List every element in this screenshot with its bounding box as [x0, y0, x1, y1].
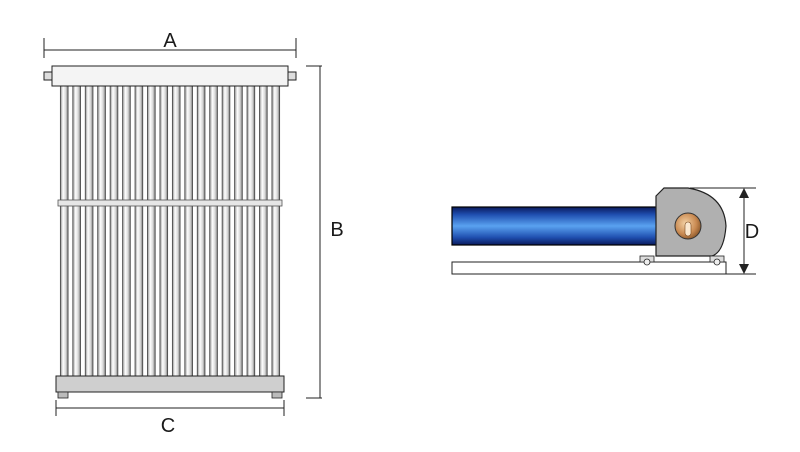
side-view: D — [451, 187, 759, 275]
dimension-b: B — [306, 65, 344, 399]
dimension-a: A — [43, 30, 297, 58]
side-base-frame — [451, 261, 727, 275]
vacuum-tube — [109, 85, 119, 381]
dimension-d: D — [690, 187, 759, 275]
side-vacuum-tube — [451, 206, 659, 246]
vacuum-tube — [159, 85, 169, 381]
vacuum-tube — [246, 85, 256, 381]
mounting-feet — [639, 255, 725, 266]
middle-support-bar — [57, 199, 283, 207]
vacuum-tube — [72, 85, 81, 381]
front-view: A B C — [43, 30, 344, 437]
vacuum-tube — [122, 85, 131, 381]
label-c: C — [161, 415, 175, 437]
header-manifold — [43, 65, 297, 87]
vacuum-tube — [97, 85, 106, 381]
vacuum-tube — [234, 85, 243, 381]
vacuum-tube — [196, 85, 206, 381]
label-b: B — [330, 219, 343, 241]
vacuum-tube — [209, 85, 218, 381]
vacuum-tube — [184, 85, 193, 381]
vacuum-tube — [171, 85, 181, 381]
bottom-tube-holder — [55, 375, 285, 399]
vacuum-tube — [271, 85, 281, 381]
vacuum-tube — [221, 85, 231, 381]
manifold-housing — [655, 187, 727, 257]
vacuum-tube — [259, 85, 268, 381]
label-d: D — [745, 221, 759, 243]
label-a: A — [163, 30, 177, 52]
vacuum-tube — [84, 85, 94, 381]
vacuum-tube — [147, 85, 156, 381]
vacuum-tube — [59, 85, 69, 381]
vacuum-tube — [134, 85, 144, 381]
dimension-c: C — [55, 400, 285, 437]
vacuum-tubes — [59, 85, 281, 384]
